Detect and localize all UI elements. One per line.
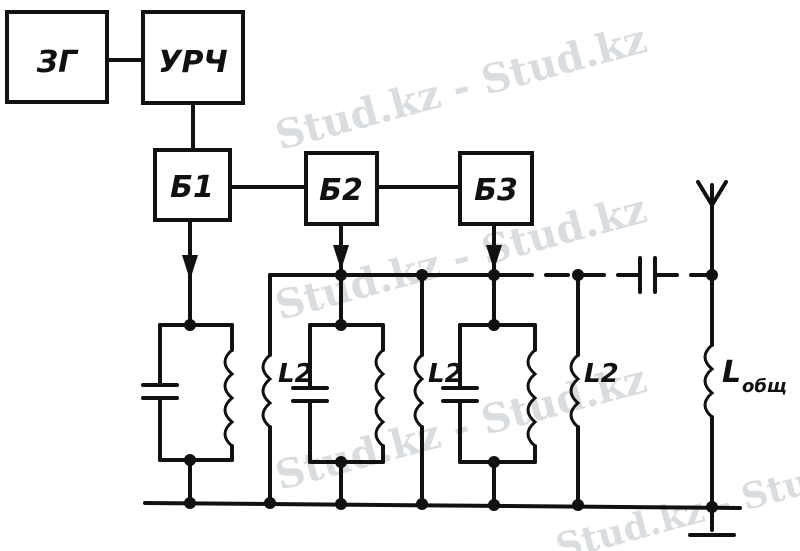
- arrows: [182, 218, 502, 324]
- inductor-l2-3: [569, 353, 581, 507]
- inductor-l2-2: [413, 353, 425, 505]
- block-b2-label: Б2: [319, 173, 363, 208]
- inductor-l-main-label: L: [722, 355, 741, 390]
- block-b3: Б3: [458, 151, 534, 226]
- watermark: Stud.kz - Stud.kz Stud.kz - Stud.kz Stud…: [270, 15, 800, 551]
- inductor-l2-label: L2: [584, 359, 619, 389]
- block-b1-label: Б1: [170, 170, 214, 205]
- inductor-l2-label: L2: [278, 359, 313, 389]
- block-b1: Б1: [153, 148, 232, 222]
- tank-circuit-1: [141, 323, 235, 505]
- watermark-text: Stud.kz - Stud.kz: [270, 15, 651, 159]
- watermark-text: Stud.kz - Stud.kz: [551, 439, 800, 551]
- block-b3-label: Б3: [474, 173, 518, 208]
- junction-dots: [184, 269, 718, 513]
- block-b2: Б2: [304, 151, 379, 226]
- inductor-l2-1: [261, 353, 273, 505]
- block-zg-label: ЗГ: [36, 45, 79, 80]
- block-urch-label: УРЧ: [158, 45, 227, 80]
- block-zg: ЗГ: [5, 10, 109, 104]
- antenna: [696, 180, 728, 347]
- coupling-capacitor: [638, 256, 657, 294]
- top-wiring: [105, 58, 462, 189]
- signal-bus: [268, 273, 714, 357]
- block-urch: УРЧ: [141, 10, 245, 105]
- inductor-l-main: [703, 343, 715, 422]
- inductor-l2-label: L2: [428, 359, 463, 389]
- inductor-l-main-subscript: общ: [742, 376, 787, 397]
